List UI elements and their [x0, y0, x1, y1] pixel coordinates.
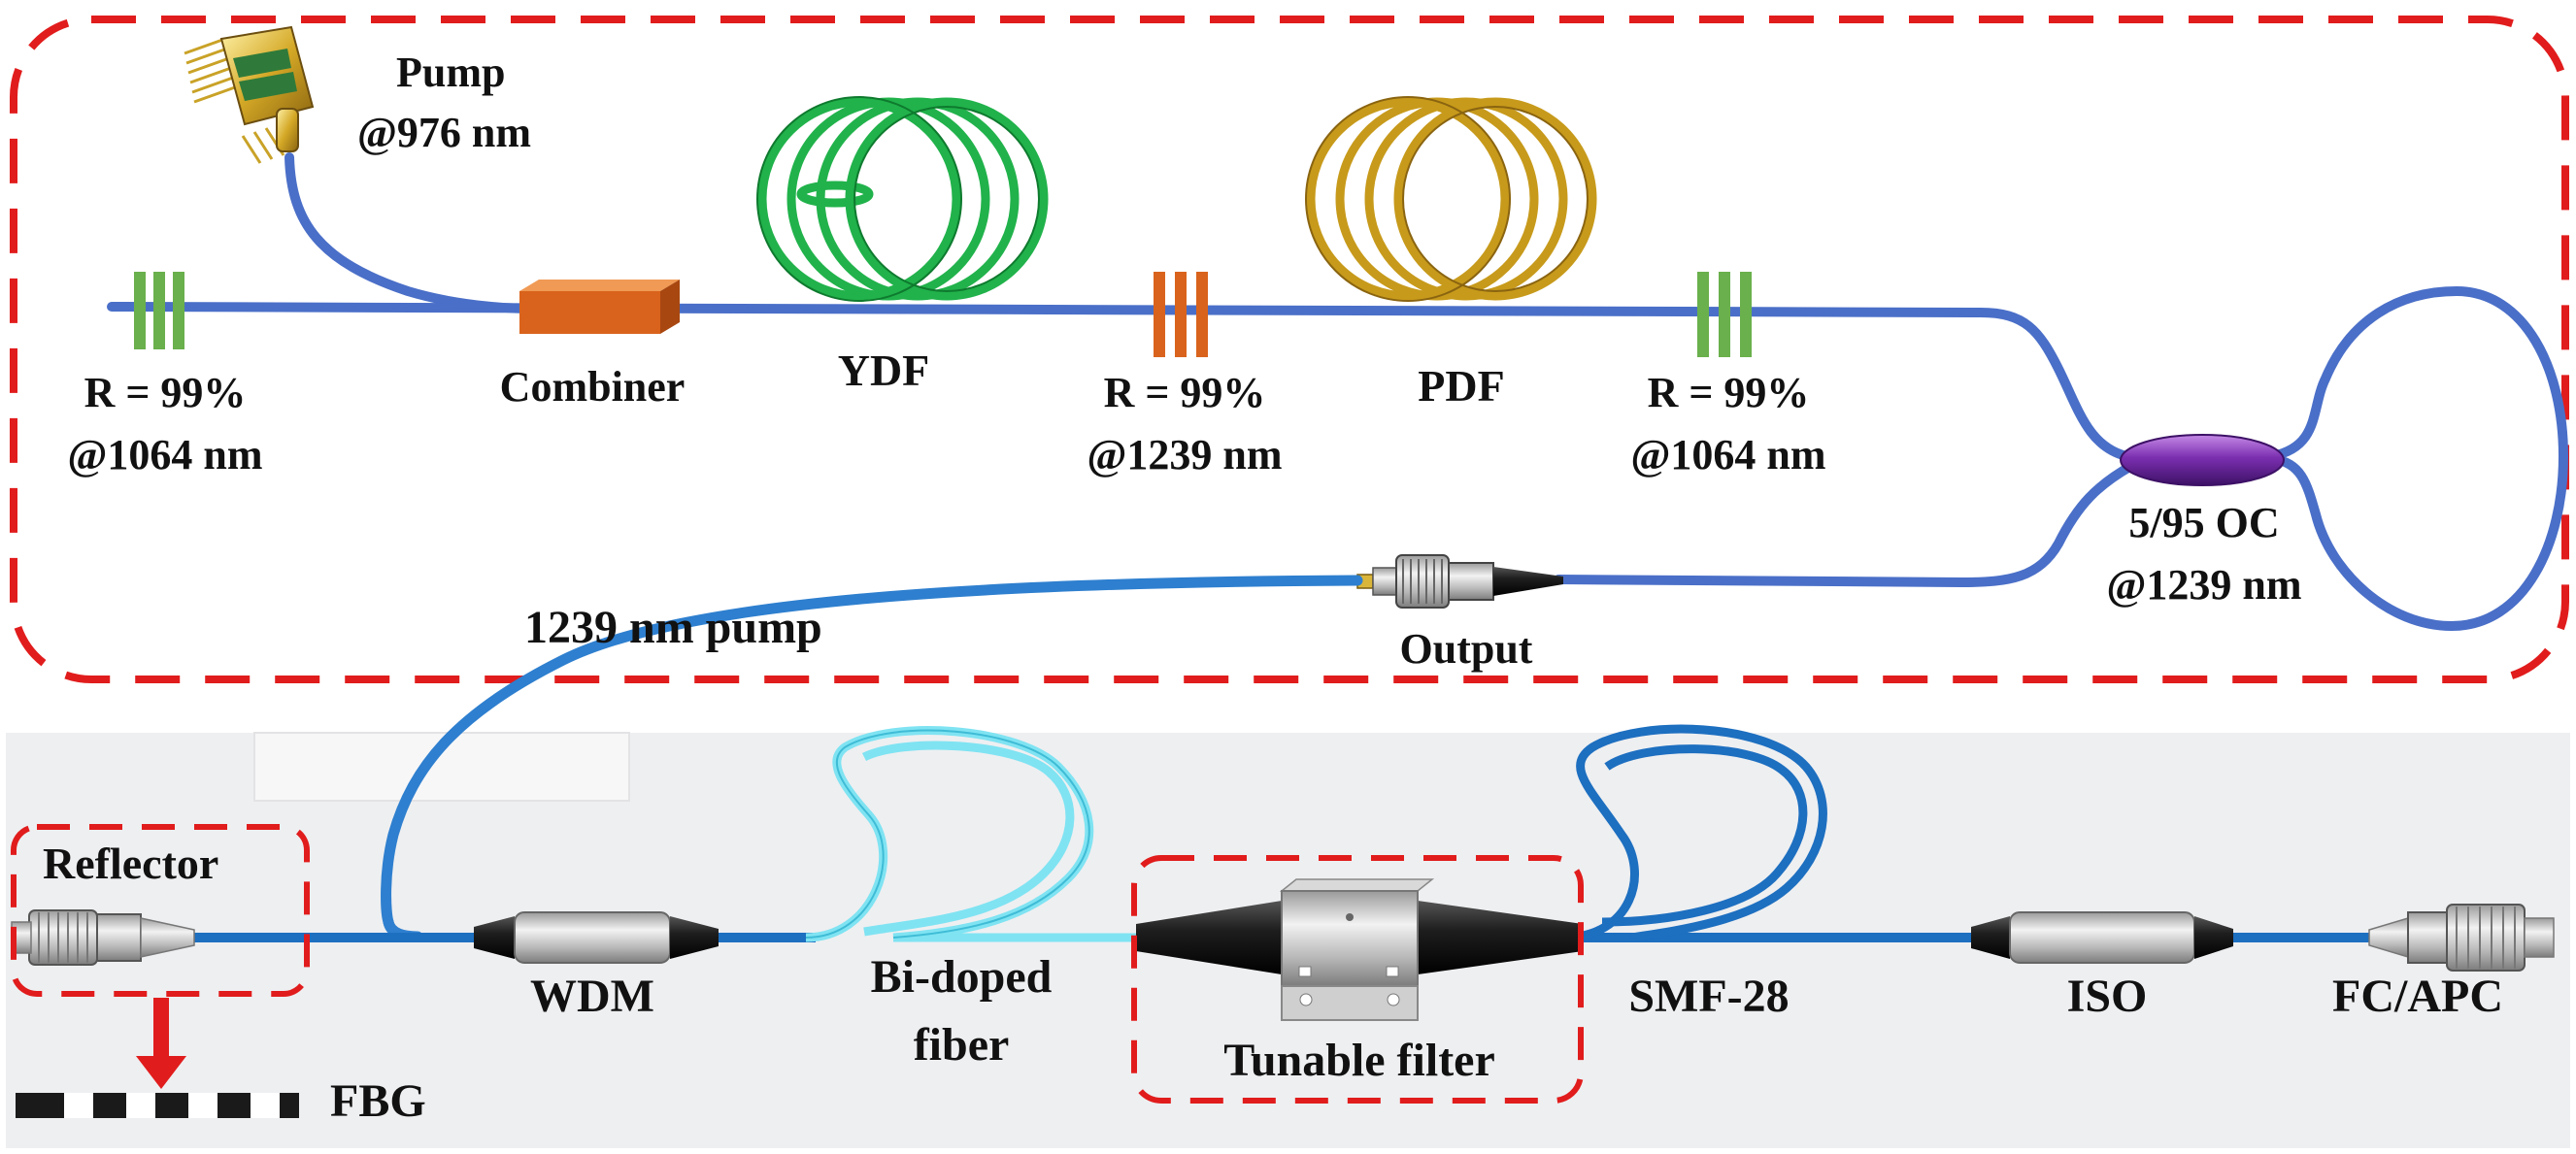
fbg-left-wavelength: @1064 nm [67, 431, 263, 478]
main-cavity-fiber [107, 302, 2131, 461]
fbg-right-icon [1697, 272, 1752, 357]
combiner-label: Combiner [499, 363, 686, 411]
reflector-connector-icon [11, 909, 195, 966]
ydf-label: YDF [837, 346, 930, 395]
output-coupler-icon [2120, 434, 2285, 486]
tunable-filter-box [1131, 855, 1584, 1104]
pump-diode-icon [184, 25, 315, 164]
fbg-right-reflectivity: R = 99% [1647, 369, 1810, 416]
pump-fiber [284, 152, 537, 313]
smf28-coil-icon [1562, 724, 1827, 942]
fbg-right-wavelength: @1064 nm [1630, 431, 1826, 478]
wdm-icon [474, 911, 719, 964]
output-branch-fiber [1554, 461, 2136, 588]
coupler-loop-fiber [2270, 285, 2569, 632]
red-arrow-icon [136, 998, 186, 1089]
combiner-icon [519, 280, 680, 334]
fbg-bar-icon [16, 1093, 299, 1118]
tunable-filter-icon [1136, 878, 1583, 1021]
coupler-ratio: 5/95 OC [2128, 499, 2280, 546]
smf28-label: SMF-28 [1628, 971, 1790, 1022]
pump-title: Pump [396, 49, 506, 96]
reflector-label: Reflector [43, 839, 219, 888]
fbg-mid-icon [1154, 272, 1208, 357]
pdf-label: PDF [1418, 361, 1505, 411]
pdf-coil-shade [1305, 96, 1589, 302]
output-connector-icon [1356, 554, 1563, 609]
ydf-coil-shade [756, 96, 1040, 302]
pdf-coil-icon [1306, 97, 1597, 301]
wdm-label: WDM [530, 971, 654, 1022]
fbg-mid-reflectivity: R = 99% [1103, 369, 1266, 416]
iso-icon [1971, 911, 2233, 964]
fbg-label: FBG [330, 1075, 426, 1127]
fbg-left-icon [134, 272, 184, 349]
fbg-left-reflectivity: R = 99% [84, 369, 247, 416]
tunable-filter-label: Tunable filter [1223, 1035, 1495, 1086]
fcapc-label: FC/APC [2332, 971, 2503, 1022]
iso-label: ISO [2066, 971, 2148, 1022]
pump-link-label: 1239 nm pump [524, 602, 822, 653]
fbg-mid-wavelength: @1239 nm [1087, 431, 1283, 478]
bidoped-fiber-coil-shade [805, 729, 1090, 939]
bidoped-label-line1: Bi-doped [870, 951, 1053, 1003]
reflector-box [11, 824, 310, 997]
coupler-wavelength: @1239 nm [2106, 561, 2302, 609]
ydf-coil-icon [757, 97, 1049, 301]
output-label: Output [1399, 625, 1533, 673]
fcapc-connector-icon [2368, 904, 2555, 972]
pump-delivery-fiber [381, 575, 1363, 928]
pump-wavelength: @976 nm [357, 109, 532, 156]
bidoped-label-line2: fiber [913, 1019, 1010, 1071]
laser-cavity-frame [10, 16, 2569, 683]
